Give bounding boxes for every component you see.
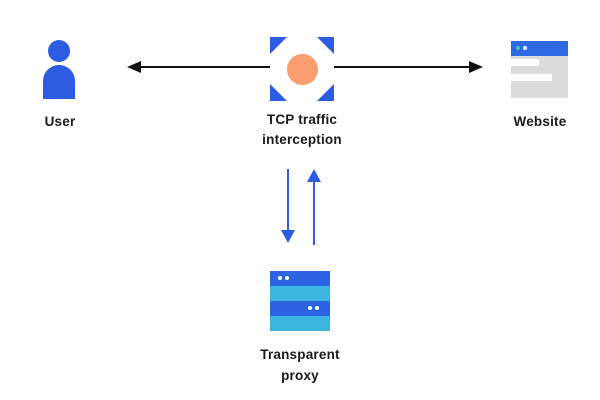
arrow-line (313, 181, 315, 245)
corner-triangle (270, 37, 287, 54)
browser-window-icon (511, 41, 568, 98)
proxy-label-line1: Transparent (260, 347, 340, 362)
browser-dot-icon (523, 46, 527, 50)
corner-triangle (317, 37, 334, 54)
user-label: User (44, 114, 76, 129)
server-stripe (270, 286, 330, 301)
arrowhead-down-icon (281, 230, 295, 243)
server-dot-icon (278, 276, 282, 280)
browser-header (511, 41, 568, 56)
website-label: Website (513, 114, 567, 129)
server-stripe (270, 316, 330, 331)
corner-triangle (317, 84, 334, 101)
proxy-label: Transparent proxy (235, 344, 365, 386)
server-stripe (270, 301, 330, 316)
browser-text-line (511, 59, 539, 66)
arrow-line (139, 66, 270, 68)
server-stack-icon (270, 271, 330, 331)
arrow-line (287, 169, 289, 231)
browser-text-line (511, 74, 552, 81)
server-dot-icon (285, 276, 289, 280)
interception-label-line1: TCP traffic (266, 112, 338, 127)
person-body (43, 65, 75, 99)
proxy-label-line2: proxy (281, 368, 319, 383)
interception-label: TCP traffic interception (237, 110, 367, 150)
arrowhead-right-icon (469, 61, 483, 73)
crosshair-target-icon (270, 37, 334, 101)
browser-dot-icon (516, 46, 520, 50)
person-head (48, 40, 70, 62)
target-center-dot (286, 53, 318, 85)
browser-body (511, 56, 568, 98)
server-dot-icon (308, 306, 312, 310)
arrowhead-left-icon (127, 61, 141, 73)
interception-label-line2: interception (262, 132, 342, 147)
arrow-line (334, 66, 470, 68)
arrowhead-up-icon (307, 169, 321, 182)
corner-triangle (270, 84, 287, 101)
server-dot-icon (315, 306, 319, 310)
server-stripe (270, 271, 330, 286)
